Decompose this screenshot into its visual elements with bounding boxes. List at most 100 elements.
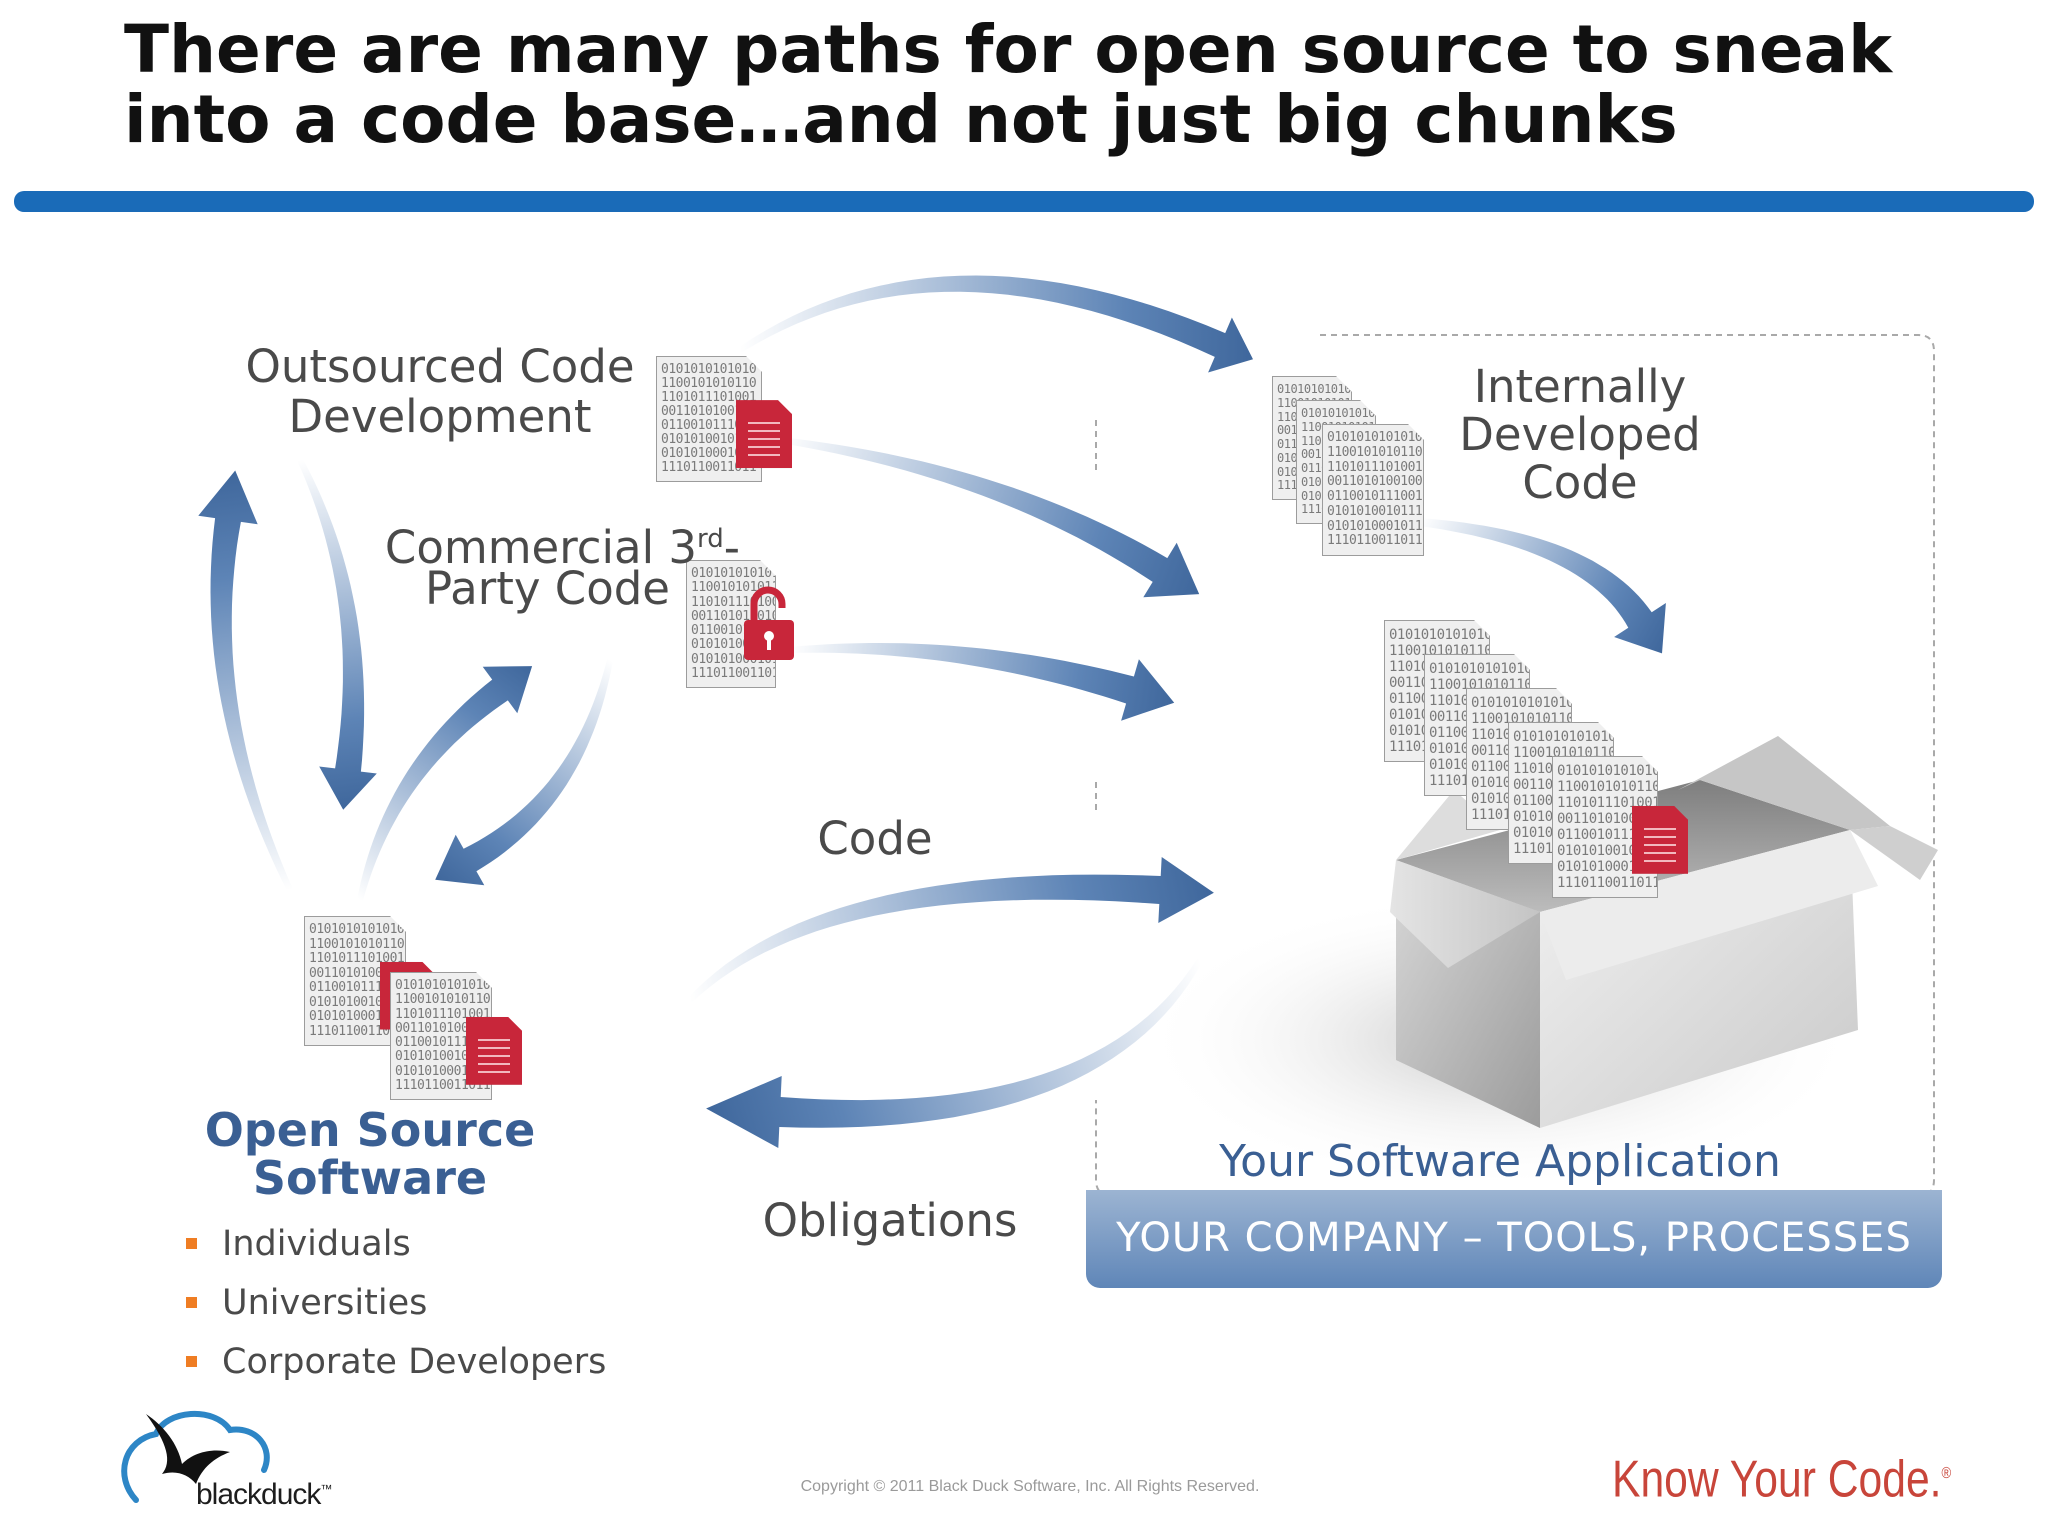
red-document-icon <box>1632 805 1688 874</box>
arrow-obligations-to-oss <box>706 958 1203 1148</box>
company-bar <box>1086 1190 1942 1288</box>
red-document-line <box>748 430 780 433</box>
bullet-marker <box>186 1238 197 1249</box>
arrow-outsourced-to-internal <box>738 275 1253 373</box>
doc-binary-line: 1100101010110 <box>1557 779 1658 795</box>
red-document-line <box>748 454 780 457</box>
doc-binary-line: 1100101010110 <box>1327 444 1423 460</box>
unlock-icon <box>744 586 794 660</box>
brand-tm: ™ <box>320 1482 332 1496</box>
bullet-marker <box>186 1297 197 1308</box>
red-document-line <box>748 446 780 449</box>
commercial-label-line-1: Commercial 3rd- <box>360 514 740 573</box>
red-document-icon <box>466 1016 522 1085</box>
red-document-line <box>1644 835 1676 838</box>
red-document-line <box>478 1038 510 1041</box>
red-document-line <box>478 1062 510 1065</box>
doc-binary-line: 0101010001011 <box>661 446 757 461</box>
list-item: Universities <box>182 1281 606 1340</box>
doc-binary-line: 0101010101010 <box>1429 661 1530 677</box>
doc-binary-line: 1101011101001 <box>661 390 757 405</box>
doc-binary-line: 1110110011011 <box>661 460 757 475</box>
doc-binary-line: 0011010100100 <box>661 404 757 419</box>
doc-binary-line: 0101010101010 <box>1557 763 1658 779</box>
doc-binary-line: 0110010111001 <box>661 418 757 433</box>
doc-binary-line: 0101010101010 <box>661 362 757 377</box>
oss-title-line-1: Open Source <box>204 1103 536 1157</box>
doc-binary-line: 0101010001011 <box>1327 518 1423 534</box>
black-duck-logo-icon <box>121 1410 270 1503</box>
outsourced-label-line-2: Development <box>288 390 592 443</box>
doc-binary-line: 0101010101010 <box>1277 382 1351 396</box>
application-label: Your Software Application <box>1219 1136 1781 1187</box>
doc-binary-line: 1110110011011 <box>691 665 775 681</box>
arrow-outsourced-to-app <box>779 437 1200 598</box>
oss-source-label: Individuals <box>222 1224 411 1264</box>
title-rule <box>14 191 2034 212</box>
doc-binary-line: 0101010101010 <box>1327 430 1423 445</box>
commercial-label-text: Commercial 3 <box>384 521 697 574</box>
company-label: YOUR COMPANY – TOOLS, PROCESSES <box>1116 1215 1912 1261</box>
internal-label-line-3: Code <box>1522 456 1638 509</box>
arrow-commercial-to-app <box>789 643 1175 721</box>
doc-binary-line: 0101010101010 <box>1513 729 1614 745</box>
doc-binary-line: 1100101010110 <box>661 376 757 391</box>
copyright: Copyright © 2011 Black Duck Software, In… <box>800 1478 1260 1495</box>
arrow-code-to-app <box>687 857 1214 1003</box>
list-item: Individuals <box>182 1222 606 1281</box>
commercial-label-sup: rd <box>697 524 724 554</box>
doc-binary-line: 0110010111001 <box>1327 489 1423 504</box>
doc-binary-line: 1100101010110 <box>309 936 405 952</box>
arrow-commercial-to-oss <box>435 659 613 886</box>
doc-binary-line: 0101010101010 <box>309 922 405 937</box>
tagline-text: Know Your Code. <box>1612 1450 1942 1509</box>
internal-label-line-1: Internally <box>1473 360 1687 413</box>
bullet-marker <box>186 1356 197 1367</box>
doc-binary-line: 0101010101010 <box>1471 695 1572 711</box>
red-document-line <box>748 438 780 441</box>
arrow-outsourced-to-oss <box>297 458 377 810</box>
red-document-line <box>478 1054 510 1057</box>
tagline: Know Your Code.® <box>1612 1444 1951 1509</box>
doc-binary-line: 0101010010111 <box>1327 503 1423 519</box>
brand-name: blackduck <box>196 1478 321 1511</box>
red-document-icon <box>736 400 792 469</box>
red-document-line <box>1644 843 1676 846</box>
red-document-line <box>1644 851 1676 854</box>
doc-binary-line: 0101010101010 <box>1301 406 1375 420</box>
arrow-oss-to-outsourced <box>198 470 293 892</box>
doc-binary-line: 1100101010110 <box>691 580 775 596</box>
internal-label-line-2: Developed <box>1459 408 1701 461</box>
page-title-line-1: There are many paths for open source to … <box>124 11 1893 88</box>
doc-binary-line: 1101011101001 <box>1327 459 1423 475</box>
doc-binary-line: 1110110011011 <box>1327 533 1423 549</box>
oss-source-label: Universities <box>222 1283 428 1323</box>
doc-binary-line: 1100101010110 <box>395 992 491 1008</box>
doc-binary-line: 0101010010111 <box>661 432 757 447</box>
document-icon: 0101010101010110010101011011010111010010… <box>686 560 776 688</box>
brand-wordmark: blackduck™ <box>196 1478 332 1512</box>
oss-source-list: Individuals Universities Corporate Devel… <box>182 1222 606 1399</box>
oss-source-label: Corporate Developers <box>222 1342 607 1382</box>
open-box-icon <box>1390 736 1938 1128</box>
tagline-mark: ® <box>1941 1465 1952 1482</box>
red-document-line <box>1644 827 1676 830</box>
commercial-label-line-2: Party Code <box>425 562 670 615</box>
code-flow-label: Code <box>817 812 933 865</box>
arrow-oss-to-commercial <box>357 666 533 901</box>
red-document-line <box>748 422 780 425</box>
doc-binary-line: 1110110011011 <box>1557 875 1658 891</box>
page-title-line-2: into a code base…and not just big chunks <box>124 81 1678 158</box>
doc-binary-line: 0011010100100 <box>1327 474 1423 490</box>
red-document-line <box>478 1070 510 1073</box>
oss-title-line-2: Software <box>252 1151 488 1205</box>
outsourced-label-line-1: Outsourced Code <box>245 340 635 393</box>
doc-binary-line: 0101010101010 <box>691 566 775 581</box>
obligations-flow-label: Obligations <box>762 1194 1018 1247</box>
red-document-line <box>478 1046 510 1049</box>
doc-binary-line: 0101010101010 <box>1389 627 1490 643</box>
list-item: Corporate Developers <box>182 1340 606 1399</box>
